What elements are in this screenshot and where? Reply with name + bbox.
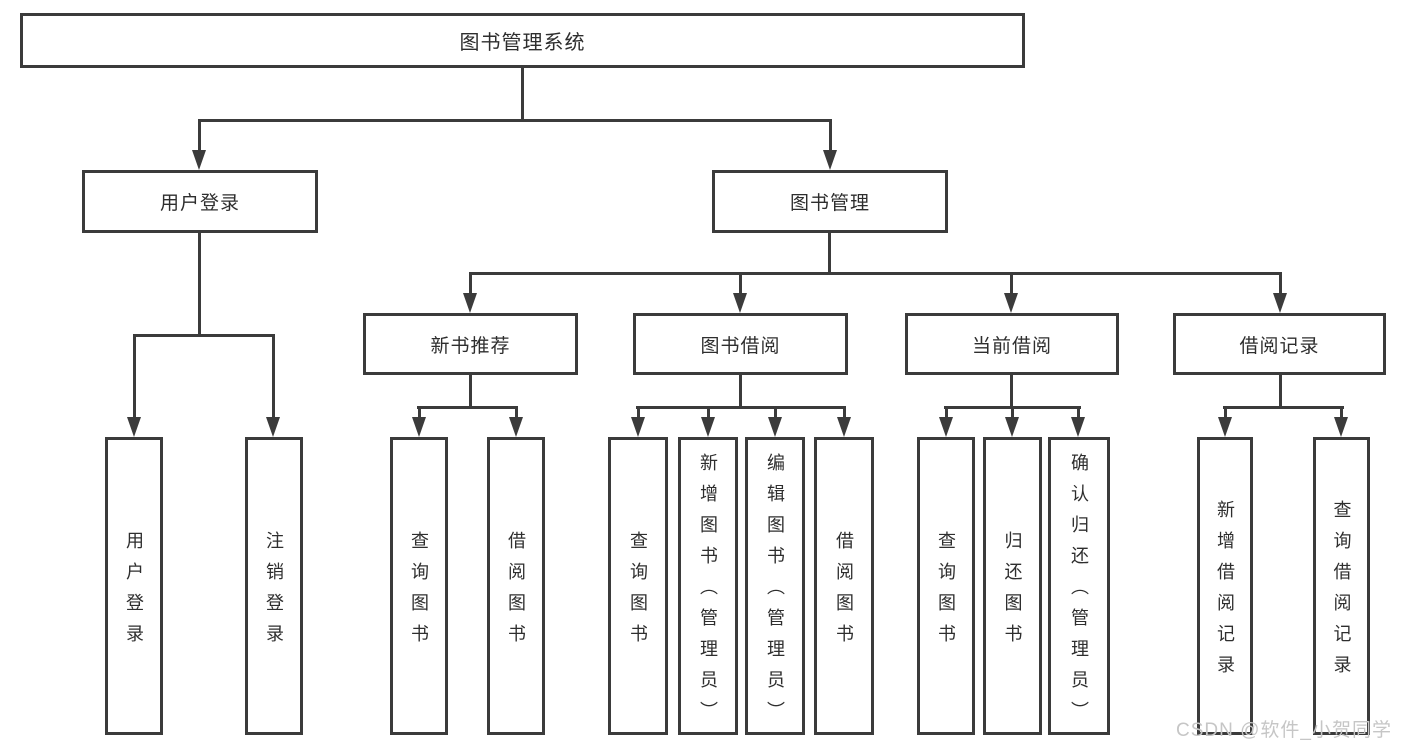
node-leaf-query-book-2: 查询图书 — [608, 437, 668, 735]
node-user-login: 用户登录 — [82, 170, 318, 233]
arrowhead-down-icon — [701, 417, 715, 437]
connector-line — [739, 272, 742, 296]
connector-line — [1010, 272, 1013, 296]
arrowhead-down-icon — [192, 150, 206, 170]
connector-line — [417, 406, 518, 409]
node-leaf-add-book-admin: 新增图书（管理员） — [678, 437, 738, 735]
arrowhead-down-icon — [266, 417, 280, 437]
node-leaf-edit-book-admin-label: 编辑图书（管理员） — [765, 453, 785, 732]
arrowhead-down-icon — [768, 417, 782, 437]
node-new-book-recommend: 新书推荐 — [363, 313, 578, 375]
connector-line — [133, 334, 275, 337]
connector-line — [1340, 406, 1343, 423]
node-leaf-add-borrow-record: 新增借阅记录 — [1197, 437, 1253, 735]
connector-line — [198, 119, 201, 153]
arrowhead-down-icon — [412, 417, 426, 437]
arrowhead-down-icon — [127, 417, 141, 437]
node-leaf-logout: 注销登录 — [245, 437, 303, 735]
node-root: 图书管理系统 — [20, 13, 1025, 68]
node-leaf-borrow-book-2-label: 借阅图书 — [834, 530, 854, 655]
arrowhead-down-icon — [1218, 417, 1232, 437]
node-leaf-query-book-2-label: 查询图书 — [628, 530, 648, 655]
connector-line — [418, 406, 421, 423]
connector-line — [521, 68, 524, 122]
connector-line — [828, 233, 831, 275]
node-current-borrow-label: 当前借阅 — [971, 335, 1052, 357]
connector-line — [739, 375, 742, 408]
node-leaf-query-book-1-label: 查询图书 — [409, 530, 429, 655]
connector-line — [469, 375, 472, 408]
connector-line — [636, 406, 846, 409]
arrowhead-down-icon — [939, 417, 953, 437]
node-borrow-records: 借阅记录 — [1173, 313, 1386, 375]
connector-line — [469, 272, 472, 296]
connector-line — [843, 406, 846, 423]
connector-line — [1279, 375, 1282, 408]
connector-line — [469, 272, 1282, 275]
node-leaf-query-borrow-record-label: 查询借阅记录 — [1331, 499, 1352, 686]
connector-line — [1279, 272, 1282, 296]
node-leaf-edit-book-admin: 编辑图书（管理员） — [745, 437, 805, 735]
node-leaf-borrow-book-1: 借阅图书 — [487, 437, 545, 735]
arrowhead-down-icon — [837, 417, 851, 437]
node-leaf-query-borrow-record: 查询借阅记录 — [1313, 437, 1370, 735]
connector-line — [272, 334, 275, 419]
connector-line — [774, 406, 777, 423]
node-leaf-borrow-book-2: 借阅图书 — [814, 437, 874, 735]
arrowhead-down-icon — [733, 293, 747, 313]
arrowhead-down-icon — [463, 293, 477, 313]
node-leaf-return-book-label: 归还图书 — [1002, 530, 1023, 655]
connector-line — [1223, 406, 1344, 409]
connector-line — [1010, 375, 1013, 408]
node-borrow-records-label: 借阅记录 — [1239, 335, 1320, 357]
node-leaf-user-login-label: 用户登录 — [124, 530, 144, 655]
node-book-borrow: 图书借阅 — [633, 313, 848, 375]
connector-line — [1077, 406, 1080, 423]
node-leaf-query-book-1: 查询图书 — [390, 437, 448, 735]
node-leaf-borrow-book-1-label: 借阅图书 — [506, 530, 526, 655]
node-book-manage-label: 图书管理 — [789, 193, 870, 214]
node-book-borrow-label: 图书借阅 — [700, 335, 781, 357]
connector-line — [133, 334, 136, 419]
node-book-manage: 图书管理 — [712, 170, 948, 233]
arrowhead-down-icon — [1334, 417, 1348, 437]
connector-line — [707, 406, 710, 423]
connector-line — [515, 406, 518, 423]
node-user-login-label: 用户登录 — [159, 193, 240, 214]
node-leaf-add-borrow-record-label: 新增借阅记录 — [1215, 499, 1235, 686]
node-new-book-recommend-label: 新书推荐 — [430, 335, 511, 357]
arrowhead-down-icon — [631, 417, 645, 437]
connector-line — [198, 233, 201, 337]
node-leaf-user-login: 用户登录 — [105, 437, 163, 735]
node-leaf-return-book: 归还图书 — [983, 437, 1042, 735]
node-leaf-query-book-3-label: 查询图书 — [936, 530, 956, 655]
connector-line — [637, 406, 640, 423]
arrowhead-down-icon — [1273, 293, 1287, 313]
connector-line — [945, 406, 948, 423]
node-leaf-query-book-3: 查询图书 — [917, 437, 975, 735]
arrowhead-down-icon — [509, 417, 523, 437]
connector-line — [1224, 406, 1227, 423]
node-root-label: 图书管理系统 — [459, 32, 586, 54]
node-leaf-add-book-admin-label: 新增图书（管理员） — [698, 453, 718, 732]
node-current-borrow: 当前借阅 — [905, 313, 1119, 375]
arrowhead-down-icon — [1071, 417, 1085, 437]
connector-line — [198, 119, 832, 122]
connector-line — [829, 119, 832, 153]
arrowhead-down-icon — [823, 150, 837, 170]
arrowhead-down-icon — [1004, 293, 1018, 313]
node-leaf-confirm-return-admin: 确认归还（管理员） — [1048, 437, 1110, 735]
node-leaf-logout-label: 注销登录 — [264, 530, 284, 655]
csdn-watermark: CSDN @软件_小贺同学 — [1176, 720, 1392, 741]
connector-line — [1011, 406, 1014, 423]
node-leaf-confirm-return-admin-label: 确认归还（管理员） — [1069, 453, 1089, 732]
arrowhead-down-icon — [1005, 417, 1019, 437]
